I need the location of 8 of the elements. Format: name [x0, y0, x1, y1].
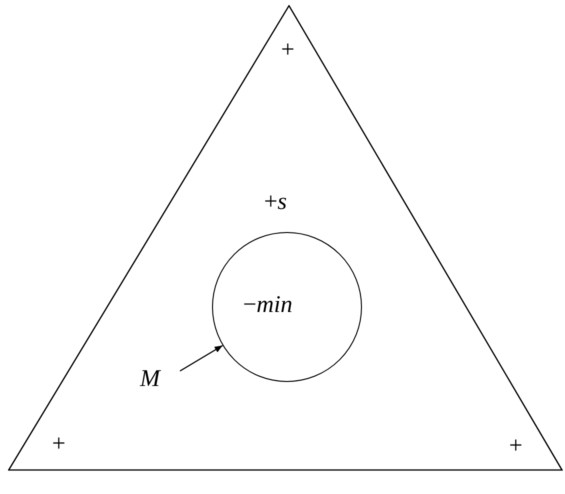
sign-label: + [509, 434, 523, 458]
sign-label: +s [264, 190, 287, 214]
sign-label: + [281, 38, 295, 62]
circle-region [212, 232, 362, 382]
region-label: −min [243, 293, 293, 317]
leader-arrow [180, 344, 223, 372]
point-label: M [140, 367, 160, 391]
sign-label: + [52, 432, 66, 456]
